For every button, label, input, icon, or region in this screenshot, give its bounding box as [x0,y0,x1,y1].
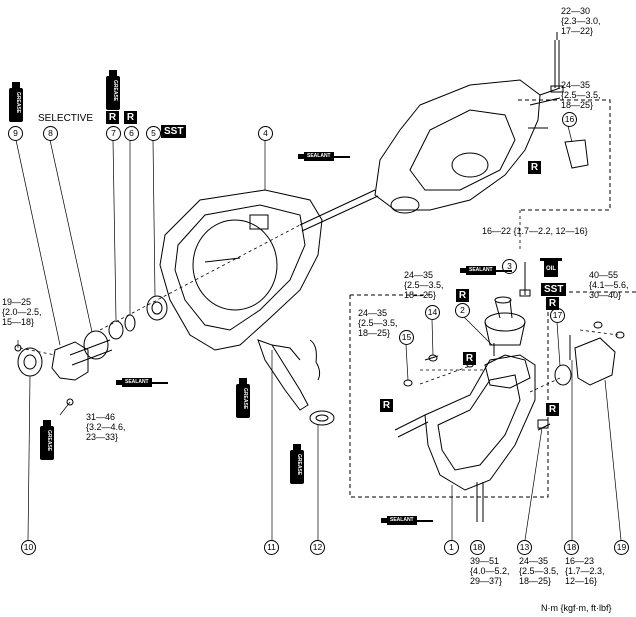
leader-14 [431,319,434,356]
dashed-box-top [518,99,611,211]
bolt-14 [424,355,439,361]
guide-line [99,224,301,331]
torque-18b: 16—23 {1.7—2.3, 12—16} [565,556,605,586]
sealant-tube-icon: SEALANT [381,516,433,525]
callout-1: 1 [444,540,459,555]
sealant-tube-icon: SEALANT [460,266,512,275]
extension-housing [394,354,536,491]
leader-15 [405,344,409,381]
oil-can-icon: OIL [540,258,562,278]
replace-badge-16: R [528,161,541,174]
clutch-housing [159,189,323,351]
leader-2 [462,315,493,346]
torque-top: 22—30 {2.3—3.0, 17—22} [561,6,601,36]
callout-18-right: 18 [564,540,579,555]
torque-9b: 31—46 {3.2—4.6, 23—33} [86,412,126,442]
grease-tube-icon: GREASE [236,378,250,418]
bearing-7 [108,320,124,340]
torque-9: 19—25 {2.0—2.5, 15—18} [2,297,42,327]
callout-19: 19 [614,540,629,555]
callout-7: 7 [106,126,121,141]
bolt-3 [519,262,531,297]
torque-19: 40—55 {4.1—5.6, 30—40} [589,270,629,300]
replace-badge-13: R [546,403,559,416]
callout-12: 12 [310,540,325,555]
sealant-tube-icon: SEALANT [298,152,350,161]
leader-19 [604,379,622,541]
callout-16: 16 [562,112,577,127]
seal-5-inner [151,301,163,315]
callout-8: 8 [43,126,58,141]
callout-18-left: 18 [470,540,485,555]
units-note: N·m {kgf·m, ft·lbf} [541,603,612,613]
leader-13 [524,427,543,541]
spring-clip [309,339,321,381]
torque-18a: 39—51 {4.0—5.2, 29—37} [470,556,510,586]
grease-tube-icon: GREASE [106,70,120,110]
release-bearing-10 [17,347,43,377]
bolt-15 [403,379,413,387]
release-fork [257,339,309,411]
callout-10: 10 [21,540,36,555]
sst-badge-5: SST [161,125,187,138]
leader-17 [556,321,561,367]
ring-6 [124,314,136,332]
callout-5: 5 [146,126,161,141]
leader-9 [15,139,61,346]
replace-badge-15: R [380,399,393,412]
replace-badge-17: R [546,297,559,310]
shift-lever [484,354,531,389]
housing-19 [554,321,625,386]
callout-17: 17 [550,308,565,323]
replace-badge-7: R [106,111,119,124]
grease-tube-icon: GREASE [9,82,23,122]
oring-8 [83,330,109,360]
grease-tube-icon: GREASE [290,444,304,484]
replace-badge-14: R [463,352,476,365]
callout-4: 4 [258,126,273,141]
leader-10 [27,375,31,541]
sensor-16 [564,139,589,169]
replace-badge-2: R [456,289,469,302]
shift-cover [484,296,526,346]
sst-badge-17: SST [541,283,567,296]
torque-13: 24—35 {2.5—3.5, 18—25} [519,556,559,586]
dashed-boundary [349,292,549,498]
torque-3: 16—22 {1.7—2.2, 12—16} [482,226,588,236]
callout-11: 11 [264,540,279,555]
leader-7 [112,139,117,321]
dust-boot-12 [309,410,335,426]
callout-6: 6 [124,126,139,141]
transmission-body [299,79,561,232]
release-bearing-guide [51,339,113,381]
callout-13: 13 [517,540,532,555]
torque-15: 24—35 {2.5—3.5, 18—25} [358,308,398,338]
leader-16 [567,125,573,143]
torque-16: 24—35 {2.5—3.5, 18—25} [561,80,601,110]
callout-9: 9 [8,126,23,141]
leader-5 [152,139,156,297]
leader-8 [49,139,93,333]
selective-label: SELECTIVE [38,113,94,124]
callout-14: 14 [425,305,440,320]
sealant-tube-icon: SEALANT [116,378,168,387]
long-bolt [550,32,564,93]
seal-5 [146,295,168,321]
torque-14: 24—35 {2.5—3.5, 18—25} [404,270,444,300]
replace-badge-6: R [124,111,137,124]
callout-2: 2 [455,303,470,318]
callout-15: 15 [399,330,414,345]
grease-tube-icon: GREASE [40,420,54,460]
